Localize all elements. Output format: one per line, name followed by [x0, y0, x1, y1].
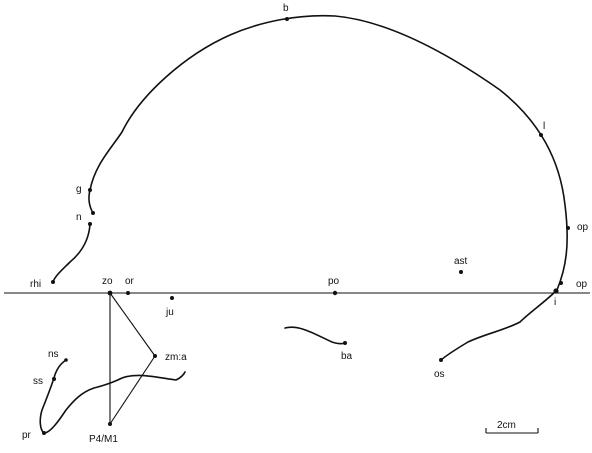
- maxilla-profile-curve: [39, 359, 186, 434]
- scale-bar-label: 2cm: [497, 420, 516, 431]
- landmark-i-point: [553, 288, 559, 294]
- label-b: b: [283, 3, 289, 14]
- label-os: os: [434, 369, 445, 380]
- landmark-os-point: [439, 358, 443, 362]
- label-ast: ast: [454, 256, 468, 267]
- glabella-nasion-curve: [88, 189, 94, 214]
- landmark-p4m1-point: [108, 422, 112, 426]
- occipital-nuchal-curve: [440, 289, 558, 361]
- landmark-zma-point: [153, 354, 157, 358]
- zo-zma-line: [109, 292, 156, 357]
- nasal-top-point: [88, 222, 92, 226]
- label-ju: ju: [165, 307, 174, 318]
- label-g: g: [76, 184, 82, 195]
- landmark-ns-point: [64, 358, 68, 362]
- label-p4m1: P4/M1: [89, 434, 118, 445]
- label-op-lower: op: [576, 279, 588, 290]
- landmark-po-point: [332, 290, 338, 296]
- label-l: l: [543, 121, 545, 132]
- label-ss: ss: [33, 376, 43, 387]
- label-op-upper: op: [577, 222, 589, 233]
- zma-p4m1-line: [109, 355, 156, 425]
- label-pr: pr: [22, 430, 32, 441]
- label-zma: zm:a: [165, 352, 187, 363]
- landmark-ba-point: [343, 341, 347, 345]
- landmark-zo-point: [107, 290, 113, 296]
- label-ba: ba: [341, 351, 353, 362]
- cranial-vault-curve: [89, 14, 568, 291]
- label-rhi: rhi: [30, 279, 41, 290]
- landmark-l-point: [539, 133, 543, 137]
- label-po: po: [328, 276, 340, 287]
- label-ns: ns: [48, 349, 59, 360]
- basion-curve: [284, 326, 346, 345]
- label-n: n: [76, 212, 82, 223]
- landmark-or-point: [126, 291, 130, 295]
- landmark-rhi-point: [51, 280, 55, 284]
- landmark-op1-point: [566, 226, 570, 230]
- nasal-profile-curve: [52, 223, 91, 283]
- label-i: i: [554, 297, 556, 308]
- landmark-ast-point: [459, 270, 463, 274]
- label-zo: zo: [102, 276, 113, 287]
- landmark-g-point: [88, 188, 92, 192]
- landmark-ju-point: [170, 296, 174, 300]
- landmark-op2-point: [559, 281, 563, 285]
- scale-bar: 2cm: [485, 420, 539, 434]
- label-or: or: [125, 276, 135, 287]
- landmark-ss-point: [52, 377, 56, 381]
- landmark-b-point: [285, 17, 289, 21]
- landmark-n-point: [91, 211, 95, 215]
- landmark-pr-point: [42, 431, 46, 435]
